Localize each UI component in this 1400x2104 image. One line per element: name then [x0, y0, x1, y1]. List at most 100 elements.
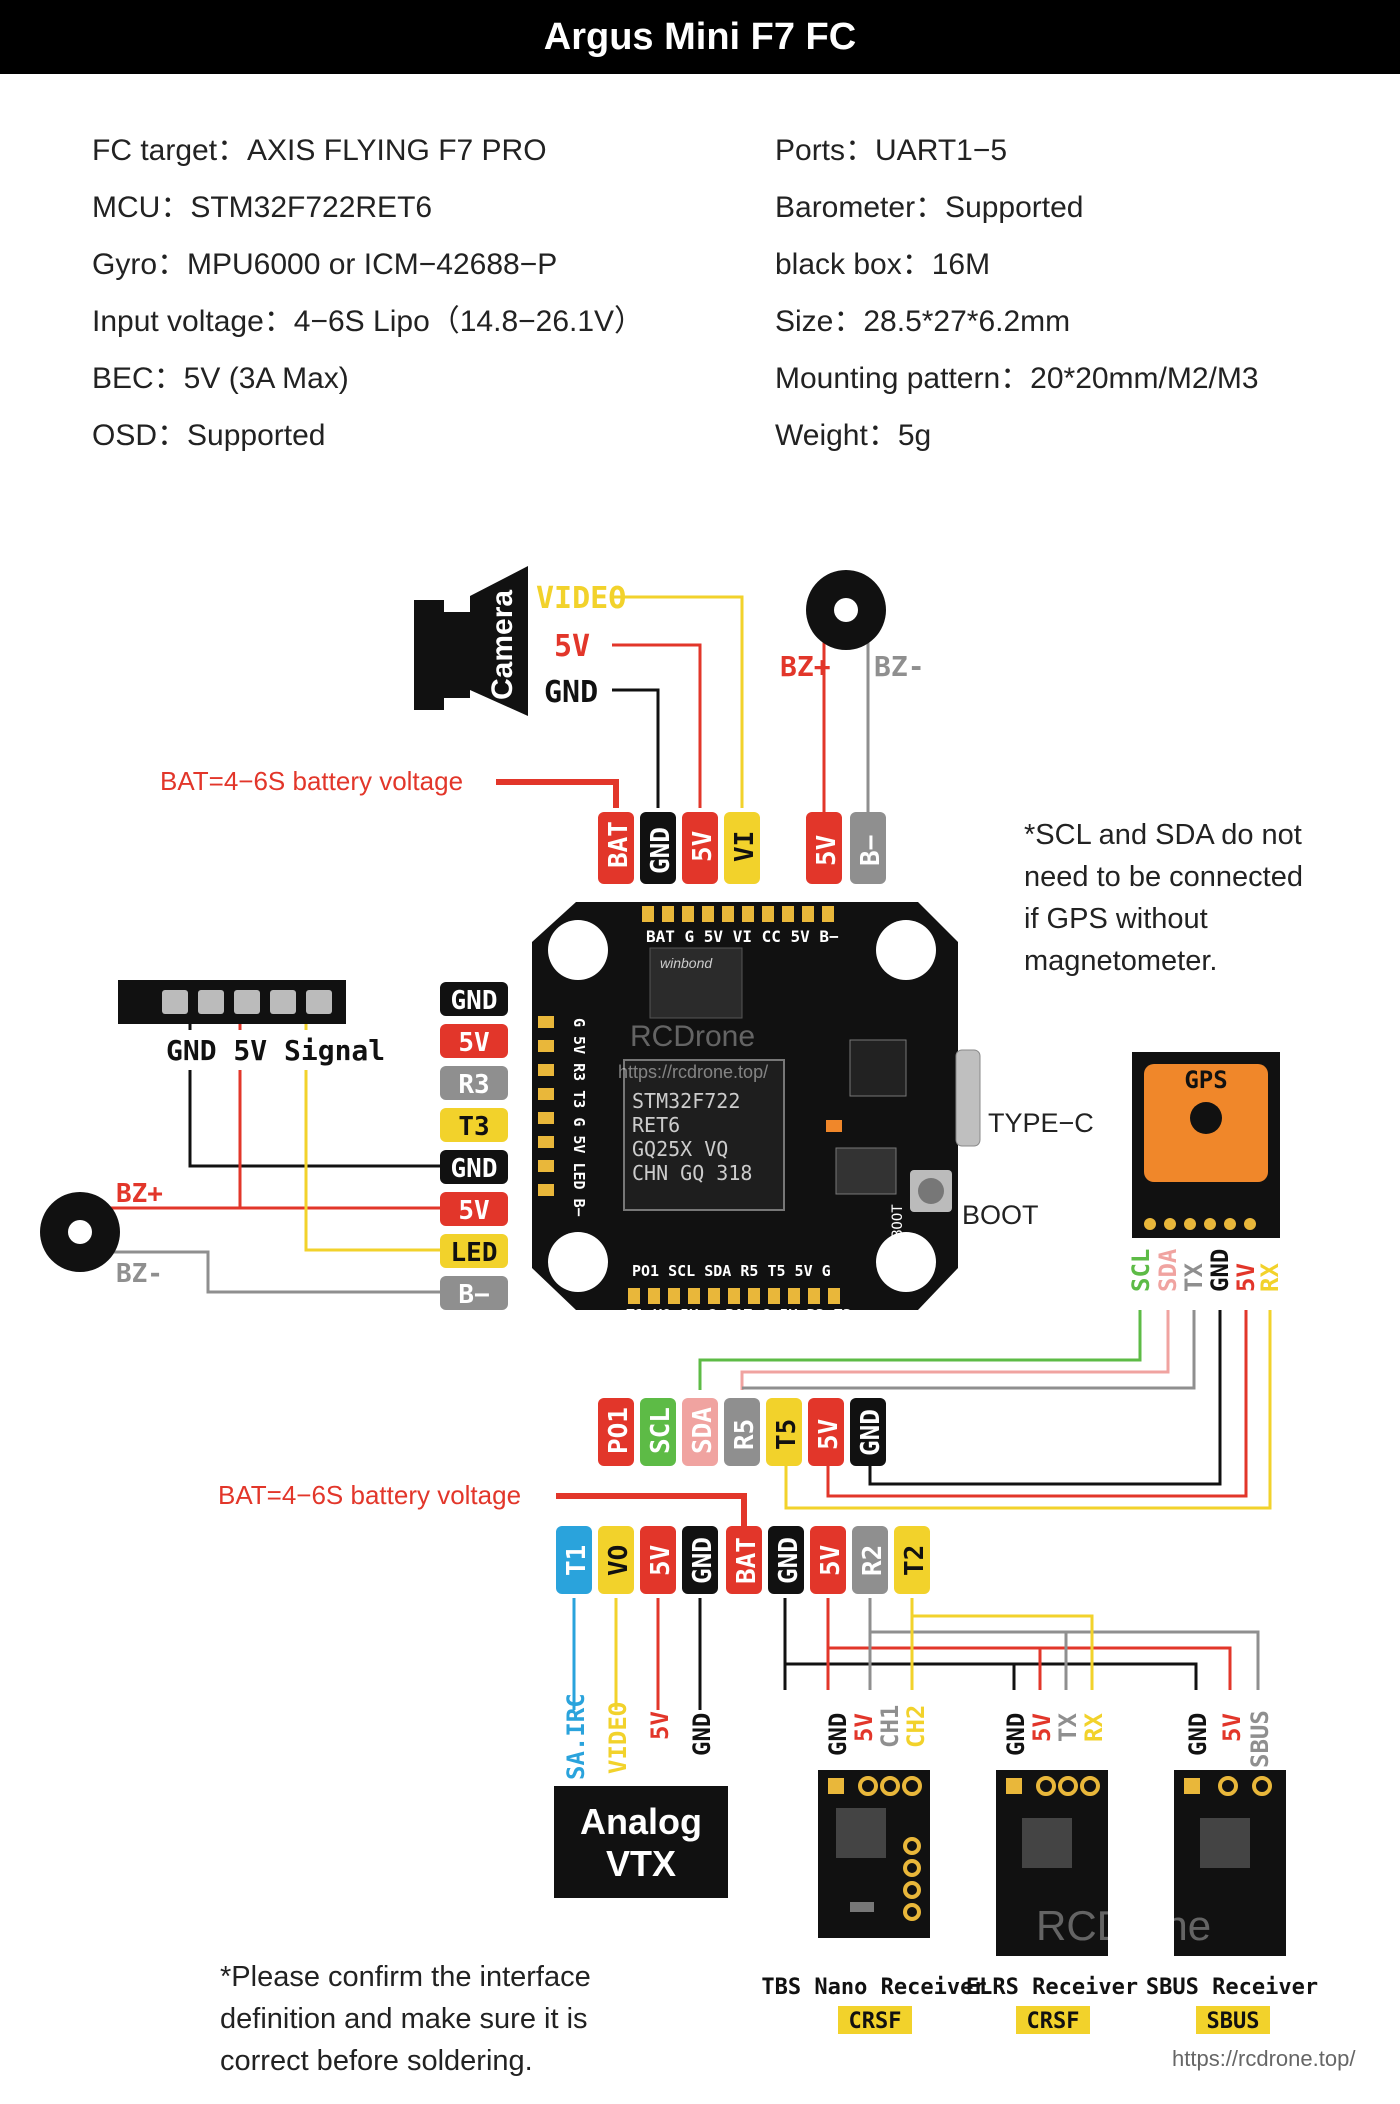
- spec-osd: OSD：Supported: [92, 419, 326, 452]
- cam-video-label: VIDEO: [536, 581, 626, 616]
- vtx-pin-sa: SA.IRC: [562, 1693, 590, 1780]
- vtx-pin-gnd: GND: [688, 1713, 716, 1756]
- spec-ports: Ports：UART1−5: [775, 134, 1008, 167]
- gps-label: GPS: [1184, 1066, 1227, 1094]
- spec-weight: Weight：5g: [775, 419, 932, 452]
- bz-plus-left-label: BZ+: [116, 1179, 163, 1209]
- spec-fc-target: FC target：AXIS FLYING F7 PRO: [92, 134, 547, 167]
- pad-mid-r5: R5: [730, 1419, 760, 1450]
- wire-bat-top: [496, 779, 619, 808]
- wire-gps-gnd: [868, 1310, 1222, 1486]
- bz-plus-top-label: BZ+: [780, 650, 831, 683]
- pad-left-5v-2: 5V: [458, 1196, 489, 1226]
- vtx-pin-labels: SA.IRC VIDEO 5V GND: [562, 1693, 716, 1780]
- pad-group-top-right: 5V B−: [806, 812, 886, 884]
- analog-vtx-module: Analog VTX: [554, 1786, 728, 1898]
- tbs-pin-ch1: CH1: [876, 1705, 904, 1748]
- pad-top-5v: 5V: [688, 831, 718, 862]
- solder-note-line-2: definition and make sure it is: [220, 2003, 588, 2035]
- tbs-receiver-name: TBS Nano Receiver: [761, 1975, 986, 2000]
- pad-bottom-5v-1: 5V: [646, 1545, 676, 1576]
- led-strip-label: GND 5V Signal: [166, 1034, 385, 1067]
- board-watermark: RCDrone: [630, 1020, 755, 1053]
- board-bottom-row1-label: PO1 SCL SDA R5 T5 5V G: [632, 1262, 831, 1280]
- gps-pin-gnd: GND: [1206, 1249, 1234, 1292]
- gps-module-icon: [1132, 1052, 1280, 1238]
- wire-bat-bottom: [556, 1493, 747, 1532]
- board-boot-label: BOOT: [890, 1204, 906, 1238]
- elrs-pin-gnd: GND: [1002, 1713, 1030, 1756]
- board-bottom-row2-label: T1 VO 5V G BAT G 5V R2 T2: [626, 1306, 852, 1324]
- vtx-line1: Analog: [580, 1801, 702, 1842]
- board-mcu-line-3: GQ25X VQ: [632, 1137, 728, 1161]
- gps-pin-sda: SDA: [1154, 1248, 1182, 1292]
- pad-left-t3: T3: [458, 1112, 489, 1142]
- gps-pin-tx: TX: [1180, 1263, 1208, 1292]
- board-flash-label: winbond: [660, 955, 713, 971]
- pad-top-b-minus: B−: [856, 835, 886, 866]
- elrs-pin-rx: RX: [1080, 1713, 1108, 1742]
- page-title: Argus Mini F7 FC: [0, 0, 1400, 74]
- camera-icon: Camera: [414, 566, 528, 716]
- board-mcu-line-1: STM32F722: [632, 1089, 740, 1113]
- tbs-receiver-module: [818, 1770, 930, 1938]
- sbus-pin-5v: 5V: [1218, 1713, 1246, 1742]
- spec-mcu: MCU：STM32F722RET6: [92, 191, 433, 224]
- source-url: https://rcdrone.top/: [1172, 2046, 1356, 2071]
- pad-mid-5v: 5V: [814, 1419, 844, 1450]
- pad-group-bottom: T1 VO 5V GND BAT GND 5V R2 T2: [556, 1526, 930, 1594]
- tbs-pin-ch2: CH2: [902, 1705, 930, 1748]
- pad-top-bat: BAT: [604, 821, 634, 868]
- led-strip-icon: [118, 980, 346, 1024]
- wire-led-signal: [304, 1020, 440, 1252]
- elrs-pin-5v: 5V: [1028, 1713, 1056, 1742]
- elrs-receiver-protocol: CRSF: [1027, 2009, 1080, 2034]
- tbs-receiver-protocol: CRSF: [849, 2009, 902, 2034]
- spec-mounting: Mounting pattern：20*20mm/M2/M3: [775, 362, 1259, 395]
- elrs-pin-tx: TX: [1054, 1713, 1082, 1742]
- wires: [110, 595, 1272, 1710]
- tbs-pin-5v: 5V: [850, 1713, 878, 1742]
- wire-gps-sda: [740, 1310, 1170, 1390]
- spec-blackbox: black box：16M: [775, 248, 991, 281]
- wire-cam-gnd: [612, 688, 660, 808]
- pad-bottom-5v-2: 5V: [816, 1545, 846, 1576]
- wire-bz-minus-left: [110, 1250, 440, 1294]
- solder-note-line-1: *Please confirm the interface: [220, 1961, 591, 1993]
- board-mcu-line-2: RET6: [632, 1113, 680, 1137]
- gps-note: *SCL and SDA do not need to be connected…: [1024, 814, 1303, 982]
- gps-pin-scl: SCL: [1127, 1249, 1155, 1292]
- wire-rx-r2: [868, 1598, 1068, 1690]
- pad-group-left: GND 5V R3 T3 GND 5V LED B−: [440, 982, 508, 1310]
- elrs-receiver-module: [996, 1770, 1108, 1956]
- sbus-receiver-name: SBUS Receiver: [1146, 1975, 1318, 2000]
- elrs-receiver-name: ELRS Receiver: [966, 1975, 1138, 2000]
- sbus-receiver-module: [1174, 1770, 1286, 1956]
- pad-top-5v-bz: 5V: [812, 835, 842, 866]
- pad-bottom-bat: BAT: [732, 1537, 762, 1584]
- pad-mid-t5: T5: [772, 1419, 802, 1450]
- pad-bottom-gnd-1: GND: [688, 1537, 718, 1584]
- board-top-row-label: BAT G 5V VI CC 5V B−: [646, 927, 839, 946]
- pad-mid-po1: PO1: [604, 1407, 634, 1454]
- tbs-pin-labels: GND 5V CH1 CH2: [824, 1705, 930, 1756]
- receiver-watermark: RCDrone: [1036, 1902, 1211, 1949]
- board-mcu-line-4: CHN GQ 318: [632, 1161, 752, 1185]
- pad-group-top-left: BAT GND 5V VI: [598, 812, 760, 884]
- type-c-label: TYPE−C: [988, 1108, 1094, 1138]
- spec-input-voltage: Input voltage：4−6S Lipo（14.8−26.1V）: [92, 305, 645, 338]
- solder-note-line-3: correct before soldering.: [220, 2045, 533, 2077]
- specs-right: Ports：UART1−5 Barometer：Supported black …: [775, 122, 1259, 464]
- cam-5v-label: 5V: [554, 629, 590, 664]
- pad-left-led: LED: [451, 1238, 498, 1268]
- pad-group-mid: PO1 SCL SDA R5 T5 5V GND: [598, 1398, 886, 1466]
- tbs-pin-gnd: GND: [824, 1713, 852, 1756]
- pad-bottom-r2: R2: [858, 1545, 888, 1576]
- pad-left-gnd-2: GND: [451, 1154, 498, 1184]
- buzzer-icon-left: [40, 1192, 120, 1272]
- wire-gps-scl: [698, 1310, 1142, 1390]
- solder-note: *Please confirm the interface definition…: [220, 1956, 591, 2082]
- gps-note-line-4: magnetometer.: [1024, 945, 1218, 977]
- wire-gps-tx: [742, 1310, 1196, 1390]
- spec-bec: BEC：5V (3A Max): [92, 362, 349, 395]
